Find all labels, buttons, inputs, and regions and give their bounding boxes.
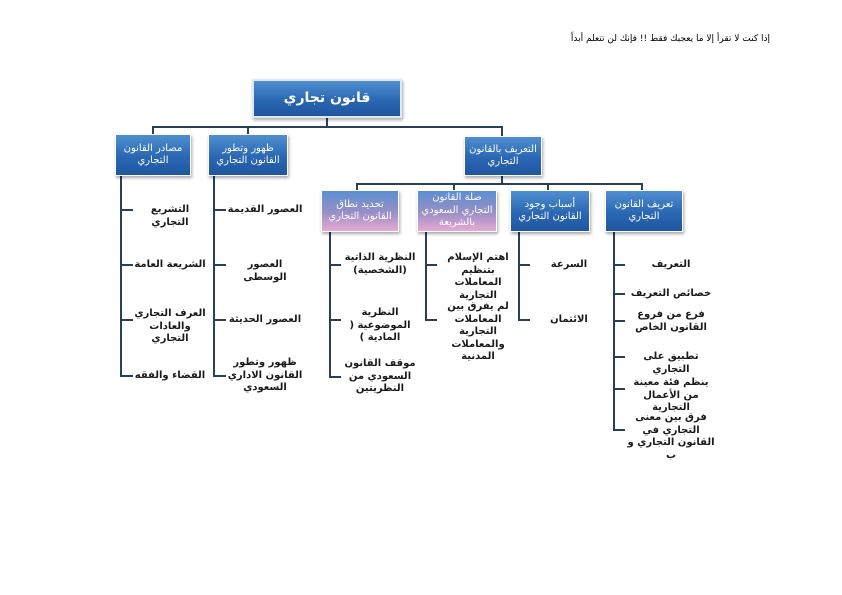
scope-item-2: النظرية الموضوعية ( المادية ) bbox=[349, 307, 411, 343]
sharia-tick-2 bbox=[425, 319, 437, 321]
scope-drop bbox=[356, 183, 358, 191]
evolution-item-3: العصور الحديثة bbox=[228, 314, 302, 325]
def-tick-1 bbox=[613, 264, 625, 266]
sources-spine bbox=[120, 175, 122, 377]
scope-item-1: النظرية الذاتية (الشخصية) bbox=[344, 252, 416, 276]
sources-tick-3 bbox=[120, 319, 133, 321]
reasons-box: أسباب وجود القانون التجاري bbox=[510, 190, 590, 232]
level2-bar bbox=[356, 183, 642, 185]
def-tick-4 bbox=[613, 356, 625, 358]
root-stem bbox=[326, 116, 328, 127]
def-item-6: فرق بين معنى التجاري في القانون التجاري … bbox=[627, 412, 715, 461]
def-tick-6 bbox=[613, 429, 625, 431]
sources-item-2: الشريعة العامة bbox=[134, 259, 206, 270]
scope-tick-1 bbox=[329, 264, 341, 266]
sources-item-3: العرف التجاري والعادات التجاري bbox=[134, 308, 206, 344]
sharia-tick-1 bbox=[425, 264, 437, 266]
scope-tick-3 bbox=[329, 376, 341, 378]
evolution-drop bbox=[247, 126, 249, 135]
sharia-box: صلة القانون التجاري السعودي بالشريعة bbox=[417, 190, 497, 232]
sources-drop bbox=[152, 126, 154, 135]
reasons-item-2: الائتمان bbox=[550, 314, 588, 325]
def-item-1: التعريف bbox=[651, 259, 691, 270]
sources-item-4: القضاء والفقه bbox=[134, 370, 206, 381]
sharia-item-1: اهتم الإسلام بتنظيم المعاملات التجارية bbox=[447, 252, 509, 301]
sharia-drop bbox=[453, 183, 455, 191]
sharia-item-2: لم يفرق بين المعاملات التجارية والمعاملا… bbox=[447, 301, 509, 362]
reasons-item-1: السرعة bbox=[550, 259, 588, 270]
sources-tick-2 bbox=[120, 264, 133, 266]
def-item-5: ينظم فئة معينة من الأعمال التجارية bbox=[633, 377, 709, 413]
reasons-tick-2 bbox=[518, 319, 530, 321]
def-tick-2 bbox=[613, 293, 625, 295]
evolution-box: ظهور وتطور القانون التجاري bbox=[208, 134, 288, 176]
evolution-tick-2 bbox=[213, 264, 226, 266]
def-spine bbox=[613, 231, 615, 431]
definition-stem bbox=[501, 175, 503, 184]
header-quote: إذا كنت لا تقرأ إلا ما يعجبك فقط !! فإنك… bbox=[570, 34, 770, 44]
reasons-drop bbox=[547, 183, 549, 191]
sources-item-1: التشريع التجاري bbox=[150, 204, 190, 228]
def-item-4: تطبيق على التجاري bbox=[643, 351, 699, 375]
sources-tick-4 bbox=[120, 375, 133, 377]
def-item-2: خصائص التعريف bbox=[630, 288, 712, 299]
evolution-tick-1 bbox=[213, 209, 226, 211]
reasons-tick-1 bbox=[518, 264, 530, 266]
evolution-spine bbox=[213, 175, 215, 377]
sources-tick-1 bbox=[120, 209, 133, 211]
scope-box: تحديد نطاق القانون التجاري bbox=[321, 190, 399, 232]
definition-box: التعريف بالقانون التجاري bbox=[464, 136, 542, 176]
evolution-tick-4 bbox=[213, 375, 226, 377]
reasons-spine bbox=[518, 231, 520, 321]
def-item-3: فرع من فروع القانون الخاص bbox=[635, 309, 707, 333]
def-box: تعريف القانون التجاري bbox=[605, 190, 683, 232]
level1-bar bbox=[152, 126, 502, 128]
definition-drop bbox=[501, 126, 503, 137]
scope-spine bbox=[329, 231, 331, 378]
scope-tick-2 bbox=[329, 319, 341, 321]
evolution-item-4: ظهور وتطور القانون الاداري السعودي bbox=[227, 357, 303, 393]
evolution-tick-3 bbox=[213, 319, 226, 321]
evolution-item-2: العصور الوسطى bbox=[243, 259, 287, 283]
def-drop bbox=[641, 183, 643, 191]
def-tick-3 bbox=[613, 320, 625, 322]
def-tick-5 bbox=[613, 388, 625, 390]
sharia-spine bbox=[425, 231, 427, 321]
scope-item-3: موقف القانون السعودي من النظريتين bbox=[344, 358, 416, 394]
root-box: قانون تجاري bbox=[252, 79, 402, 118]
sources-box: مصادر القانون التجاري bbox=[115, 134, 191, 176]
evolution-item-1: العصور القديمة bbox=[227, 204, 303, 215]
